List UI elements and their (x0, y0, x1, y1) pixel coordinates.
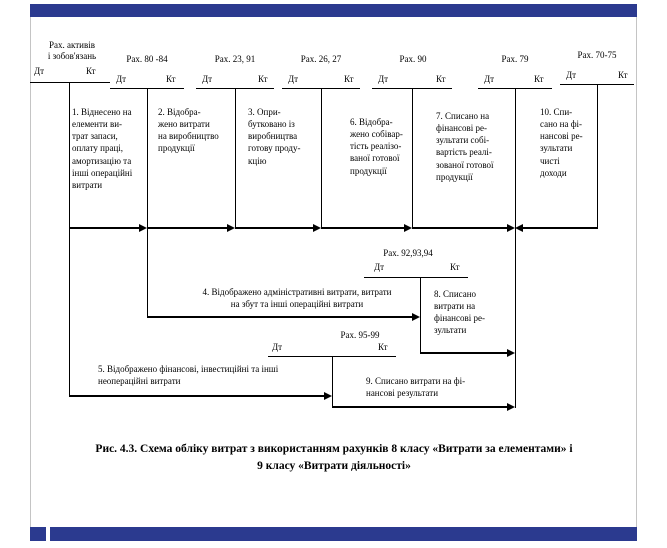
credit-label-70-75: Кт (618, 70, 628, 80)
taccount-stem-80-84 (147, 88, 148, 318)
top-border-bar (30, 4, 637, 17)
account-title-92-94: Рах. 92,93,94 (383, 248, 433, 258)
operation-2-text: 2. Відобра- жено витрати на виробництво … (158, 107, 219, 154)
credit-label-95-99: Кт (378, 342, 388, 352)
taccount-stem-90 (412, 88, 413, 229)
credit-label-80-84: Кт (166, 74, 176, 84)
debit-label-23-91: Дт (202, 74, 213, 84)
operation-6-text: 6. Відобра- жено собівар- тість реалізо-… (350, 117, 403, 176)
flow-arrow-4-head (412, 313, 420, 321)
flow-arrow-9-shaft (332, 406, 507, 408)
account-title-80-84: Рах. 80 -84 (126, 54, 168, 64)
debit-label-95-99: Дт (272, 342, 283, 352)
flow-arrow-5-shaft (69, 395, 324, 397)
operation-8-text: 8. Списано витрати на фінансові ре- зуль… (434, 289, 485, 336)
operation-10-text: 10. Спи- сано на фі- нансові ре- зультат… (540, 107, 583, 178)
taccount-topline-assets (30, 82, 110, 83)
taccount-stem-95-99 (332, 356, 333, 408)
bottom-border-bar-segment (30, 527, 46, 541)
operation-1-text: 1. Віднесено на елементи ви- трат запаси… (72, 107, 133, 190)
credit-label-90: Кт (436, 74, 446, 84)
right-page-edge (636, 17, 637, 527)
credit-label-92-94: Кт (450, 262, 460, 272)
taccount-topline-92-94 (364, 277, 468, 278)
taccount-stem-92-94 (420, 277, 421, 353)
debit-label-92-94: Дт (374, 262, 385, 272)
flow-arrow-8-shaft (420, 352, 507, 354)
account-title-assets: Рах. активів і зобов'язань (47, 40, 97, 62)
account-title-79: Рах. 79 (501, 54, 529, 64)
account-title-23-91: Рах. 23, 91 (214, 54, 256, 64)
operation-7-text: 7. Списано на фінансові ре- зультати соб… (436, 111, 494, 182)
flow-arrow-6-head (404, 224, 412, 232)
debit-label-90: Дт (378, 74, 389, 84)
operation-4-text: 4. Відображено адміністративні витрати, … (202, 287, 392, 310)
credit-label-26-27: Кт (344, 74, 354, 84)
taccount-stem-assets (69, 82, 70, 397)
debit-label-80-84: Дт (116, 74, 127, 84)
debit-label-79: Дт (484, 74, 495, 84)
flow-arrow-4-shaft (147, 316, 412, 318)
flow-arrow-6-shaft (321, 227, 404, 229)
debit-label-26-27: Дт (288, 74, 299, 84)
account-title-95-99: Рах. 95-99 (340, 330, 380, 340)
flow-arrow-10-head (515, 224, 523, 232)
figure-caption: Рис. 4.3. Схема обліку витрат з використ… (95, 443, 573, 473)
flow-arrow-2-shaft (147, 227, 227, 229)
account-title-90: Рах. 90 (399, 54, 427, 64)
flow-arrow-1-shaft (69, 227, 139, 229)
taccount-stem-26-27 (321, 88, 322, 229)
operation-3-text: 3. Опри- бутковано із виробництва готову… (248, 107, 301, 166)
flow-arrow-3-head (313, 224, 321, 232)
flow-arrow-1-head (139, 224, 147, 232)
operation-9-text: 9. Списано витрати на фі- нансові резуль… (366, 376, 466, 399)
credit-label-79: Кт (534, 74, 544, 84)
left-page-edge (30, 17, 31, 527)
flow-arrow-7-shaft (412, 227, 507, 229)
account-title-26-27: Рах. 26, 27 (300, 54, 342, 64)
flow-arrow-5-head (324, 392, 332, 400)
account-title-70-75: Рах. 70-75 (577, 50, 617, 60)
taccount-stem-23-91 (235, 88, 236, 229)
flow-arrow-8-head (507, 349, 515, 357)
taccount-stem-70-75 (597, 84, 598, 229)
flow-arrow-3-shaft (235, 227, 313, 229)
flow-arrow-10-shaft (523, 227, 597, 229)
taccount-stem-79 (515, 88, 516, 408)
operation-5-text: 5. Відображено фінансові, інвестиційні т… (98, 364, 279, 387)
debit-label-assets: Дт (34, 66, 45, 76)
bottom-border-bar (50, 527, 637, 541)
flow-arrow-7-head (507, 224, 515, 232)
credit-label-assets: Кт (86, 66, 96, 76)
credit-label-23-91: Кт (258, 74, 268, 84)
flow-arrow-2-head (227, 224, 235, 232)
debit-label-70-75: Дт (566, 70, 577, 80)
flow-arrow-9-head (507, 403, 515, 411)
